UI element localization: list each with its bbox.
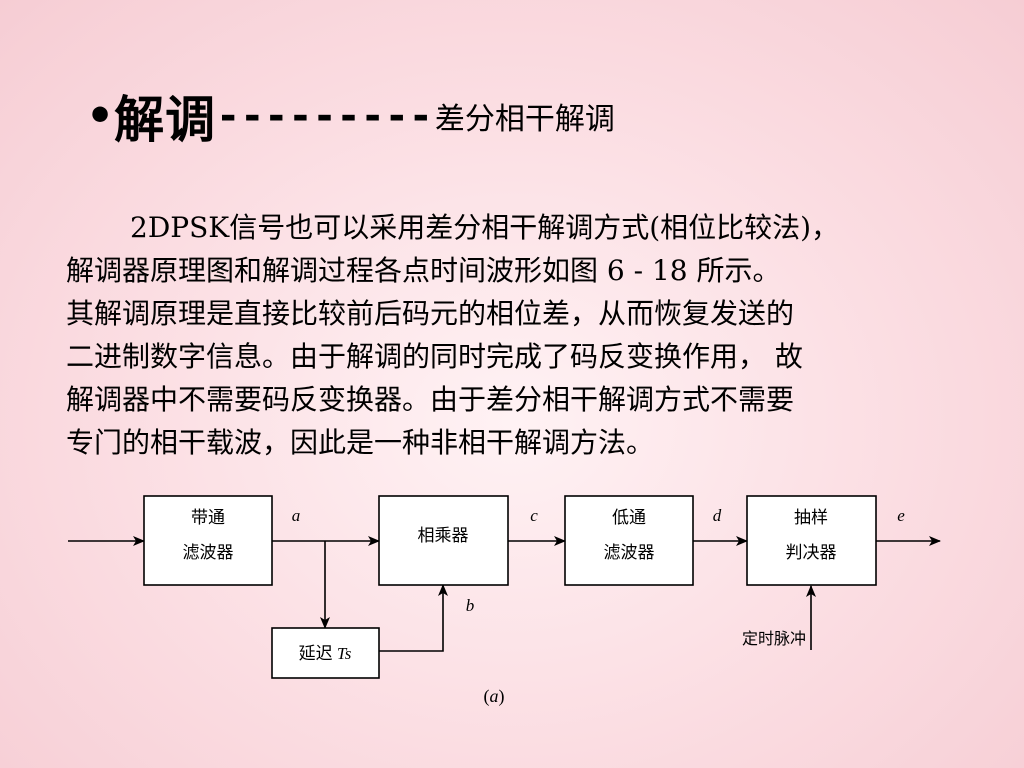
delay-label: 延迟 Ts xyxy=(299,644,352,663)
point-e-label: e xyxy=(897,506,905,525)
sampler-decision-block xyxy=(746,495,877,586)
point-c-label: c xyxy=(530,506,538,525)
point-b-label: b xyxy=(466,596,475,615)
bandpass-label-1: 带通 xyxy=(191,508,225,527)
bandpass-label-2: 滤波器 xyxy=(183,543,234,562)
paragraph-line-2: 解调器原理图和解调过程各点时间波形如图 6 - 18 所示。 xyxy=(66,254,781,287)
diagram-caption: (a) xyxy=(484,686,505,707)
caption-close: ) xyxy=(499,686,505,707)
bullet-icon: • xyxy=(86,90,115,142)
paragraph-line-1: 2DPSK信号也可以采用差分相干解调方式(相位比较法)， xyxy=(130,211,840,244)
paragraph-line-6: 专门的相干载波，因此是一种非相干解调方法。 xyxy=(66,426,655,459)
delay-prefix: 延迟 xyxy=(299,644,337,663)
bandpass-filter-block xyxy=(143,495,273,586)
multiplier-label: 相乘器 xyxy=(418,526,469,545)
timing-pulse-label: 定时脉冲 xyxy=(742,630,806,648)
delay-symbol: Ts xyxy=(337,644,352,663)
title-dashes: --------- xyxy=(216,93,433,139)
caption-open: ( xyxy=(484,686,490,707)
point-d-label: d xyxy=(713,506,722,525)
sampler-label-2: 判决器 xyxy=(786,543,837,562)
sampler-label-1: 抽样 xyxy=(794,508,828,527)
paragraph-line-5: 解调器中不需要码反变换器。由于差分相干解调方式不需要 xyxy=(66,383,795,416)
multiplier-block xyxy=(378,495,509,586)
title-main: 解调 xyxy=(114,90,217,149)
lowpass-filter-block xyxy=(564,495,694,586)
lowpass-label-1: 低通 xyxy=(612,508,646,527)
delay-to-multiplier xyxy=(379,584,448,652)
paragraph-line-3: 其解调原理是直接比较前后码元的相位差，从而恢复发送的 xyxy=(66,297,795,330)
point-a-label: a xyxy=(292,506,301,525)
lowpass-label-2: 滤波器 xyxy=(604,543,655,562)
title-subtitle: 差分相干解调 xyxy=(434,102,615,137)
slide-title: •解调---------差分相干解调 xyxy=(86,80,615,152)
delay-block xyxy=(271,627,380,679)
paragraph-line-4: 二进制数字信息。由于解调的同时完成了码反变换作用， 故 xyxy=(66,340,803,373)
caption-letter: a xyxy=(490,686,499,706)
body-paragraph: 2DPSK信号也可以采用差分相干解调方式(相位比较法)， 解调器原理图和解调过程… xyxy=(66,206,966,464)
